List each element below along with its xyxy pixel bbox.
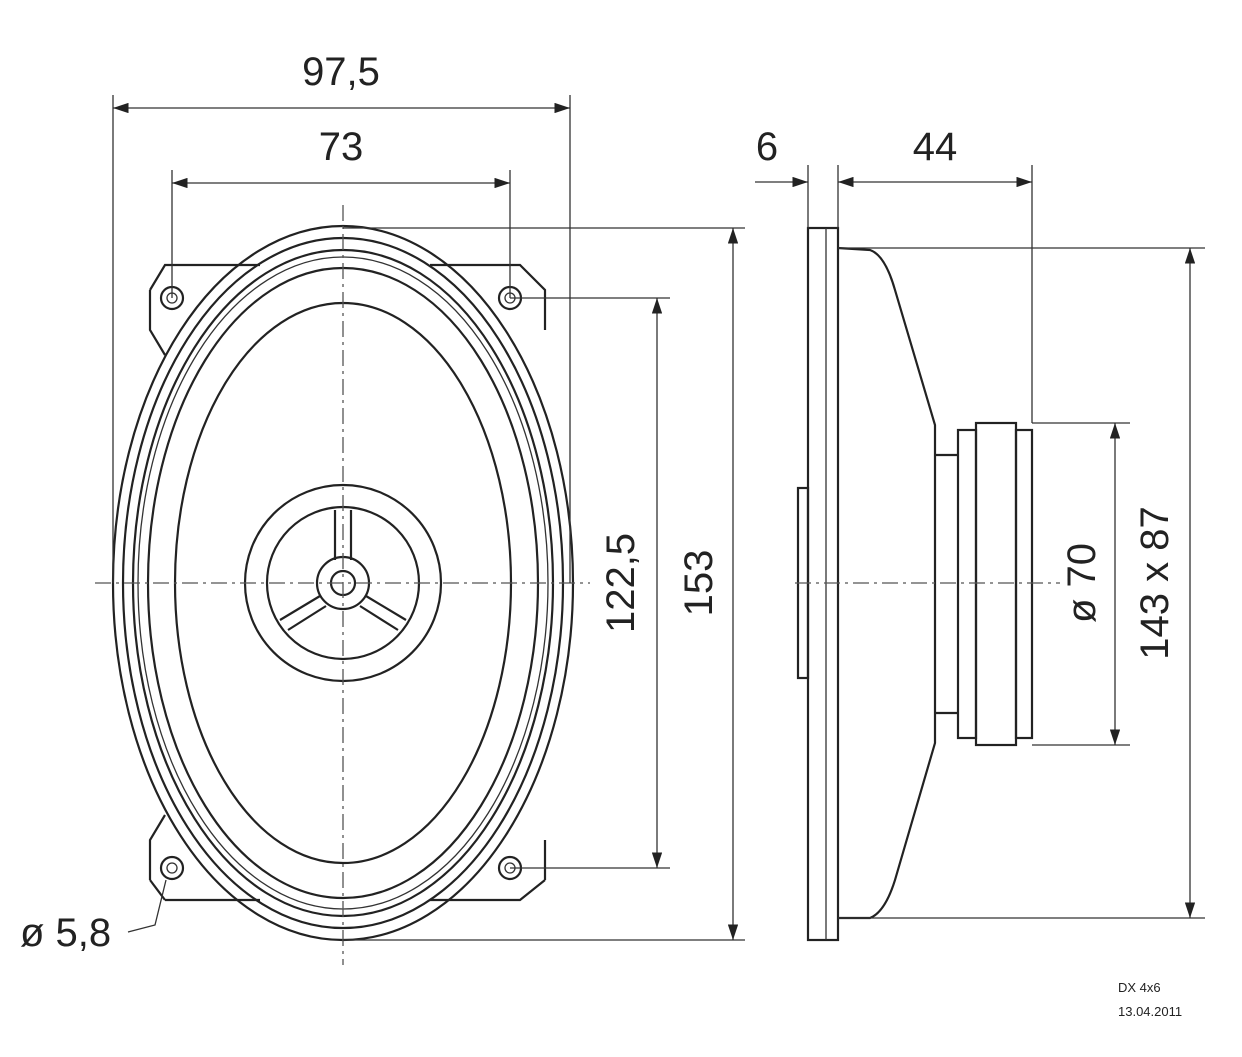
flange-left-top — [148, 290, 166, 356]
side-view: 6 44 ø 70 143 x 87 — [755, 125, 1205, 942]
flange-bottom — [148, 814, 547, 902]
dim-height-outer: 153 — [677, 550, 721, 617]
dim-cutout: 143 x 87 — [1133, 506, 1177, 659]
flange-top — [149, 263, 547, 330]
model-label: DX 4x6 — [1118, 980, 1161, 995]
basket — [837, 246, 937, 920]
dim-width-outer: 97,5 — [302, 50, 380, 94]
mounting-holes — [159, 285, 523, 881]
dim-hole-spacing-horizontal: 73 — [319, 125, 364, 169]
dim-magnet-diameter: ø 70 — [1060, 543, 1104, 623]
dim-mounting-depth: 44 — [913, 125, 958, 169]
magnet — [956, 421, 1034, 747]
dim-hole-diameter: ø 5,8 — [20, 911, 111, 955]
dim-hole-spacing-vertical: 122,5 — [599, 533, 643, 633]
dim-flange-thickness: 6 — [756, 125, 778, 169]
flange-left-bottom — [149, 879, 166, 901]
date-label: 13.04.2011 — [1118, 1004, 1182, 1019]
front-view: 97,5 73 122,5 153 ø 5,8 — [20, 50, 745, 965]
flange-plate — [806, 226, 840, 942]
